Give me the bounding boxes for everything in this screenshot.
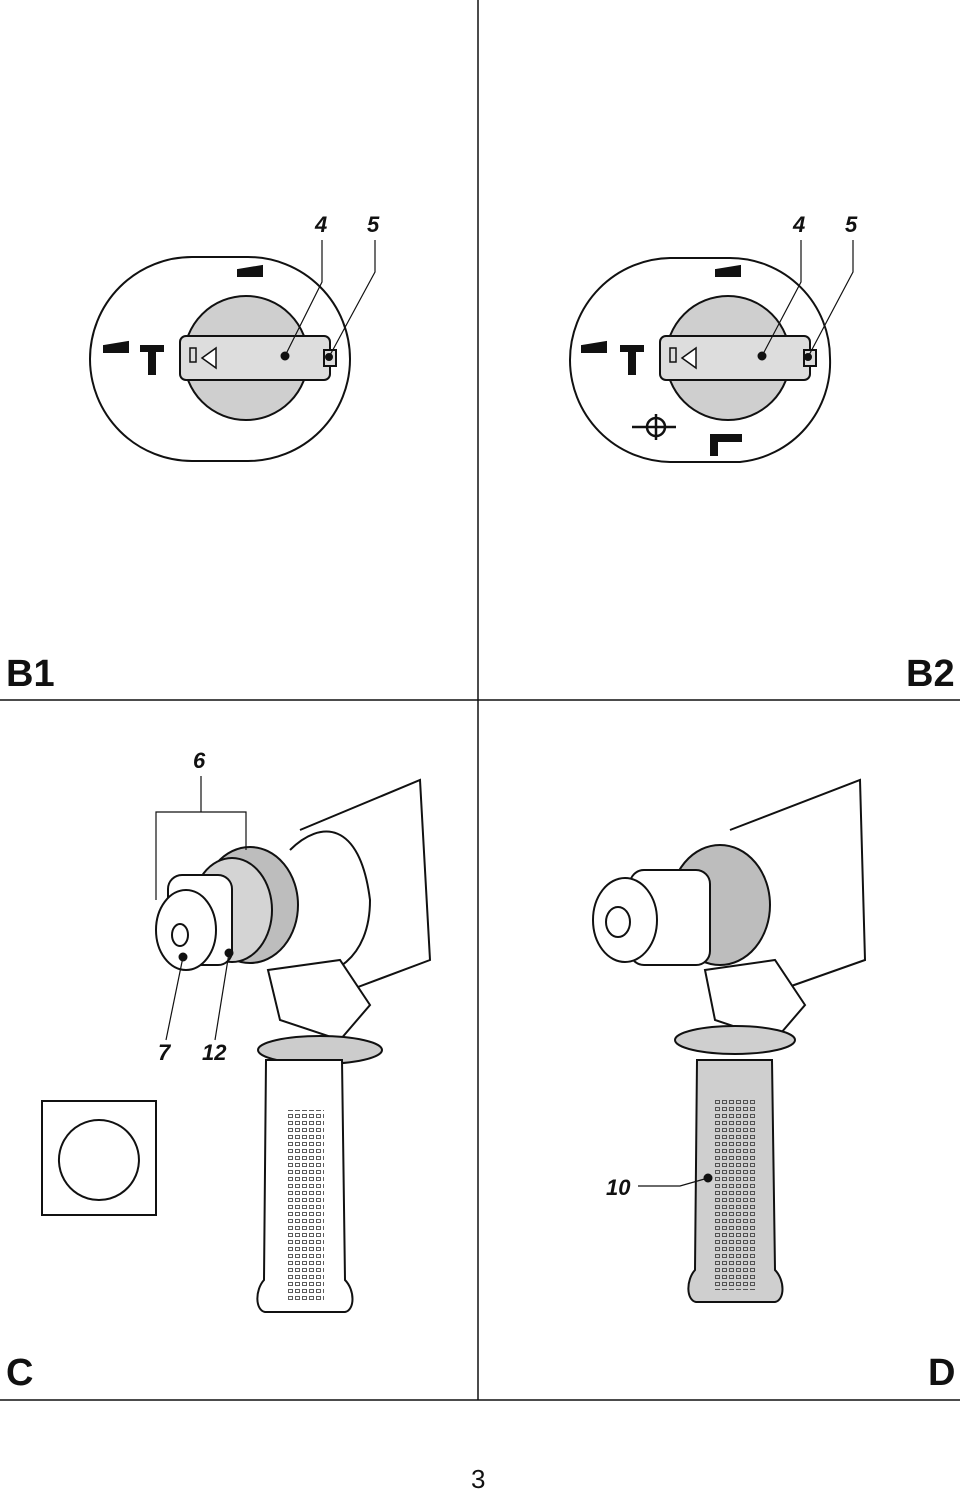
callout-b2-4: 4 — [793, 212, 806, 237]
panel-label-b2: B2 — [906, 653, 955, 695]
b1-selector-dial-illustration — [89, 240, 376, 462]
callout-c-12: 12 — [202, 1040, 227, 1065]
drill-bit-icon — [715, 264, 741, 277]
drill-bit-icon — [581, 340, 607, 353]
callout-d-10: 10 — [606, 1175, 631, 1200]
drill-bit-icon — [237, 264, 263, 277]
panel-label-b1: B1 — [6, 653, 55, 695]
callout-c-6: 6 — [193, 748, 206, 773]
chisel-rotation-lock-icon — [632, 414, 676, 440]
callout-b1-4: 4 — [315, 212, 328, 237]
page-number: 3 — [471, 1464, 486, 1494]
panel-label-d: D — [928, 1352, 956, 1394]
drill-bit-icon — [103, 340, 129, 353]
hammer-icon — [620, 345, 644, 375]
hammer-icon — [140, 345, 164, 375]
callout-b1-5: 5 — [367, 212, 380, 237]
b2-selector-dial-illustration — [568, 240, 854, 463]
d-drill-illustration — [592, 778, 867, 1303]
panel-label-c: C — [6, 1352, 34, 1394]
callout-c-7: 7 — [158, 1040, 171, 1065]
chisel-icon — [710, 434, 742, 456]
callout-b2-5: 5 — [845, 212, 858, 237]
c-drill-illustration — [41, 776, 432, 1313]
panel-grid-lines — [0, 0, 960, 1401]
